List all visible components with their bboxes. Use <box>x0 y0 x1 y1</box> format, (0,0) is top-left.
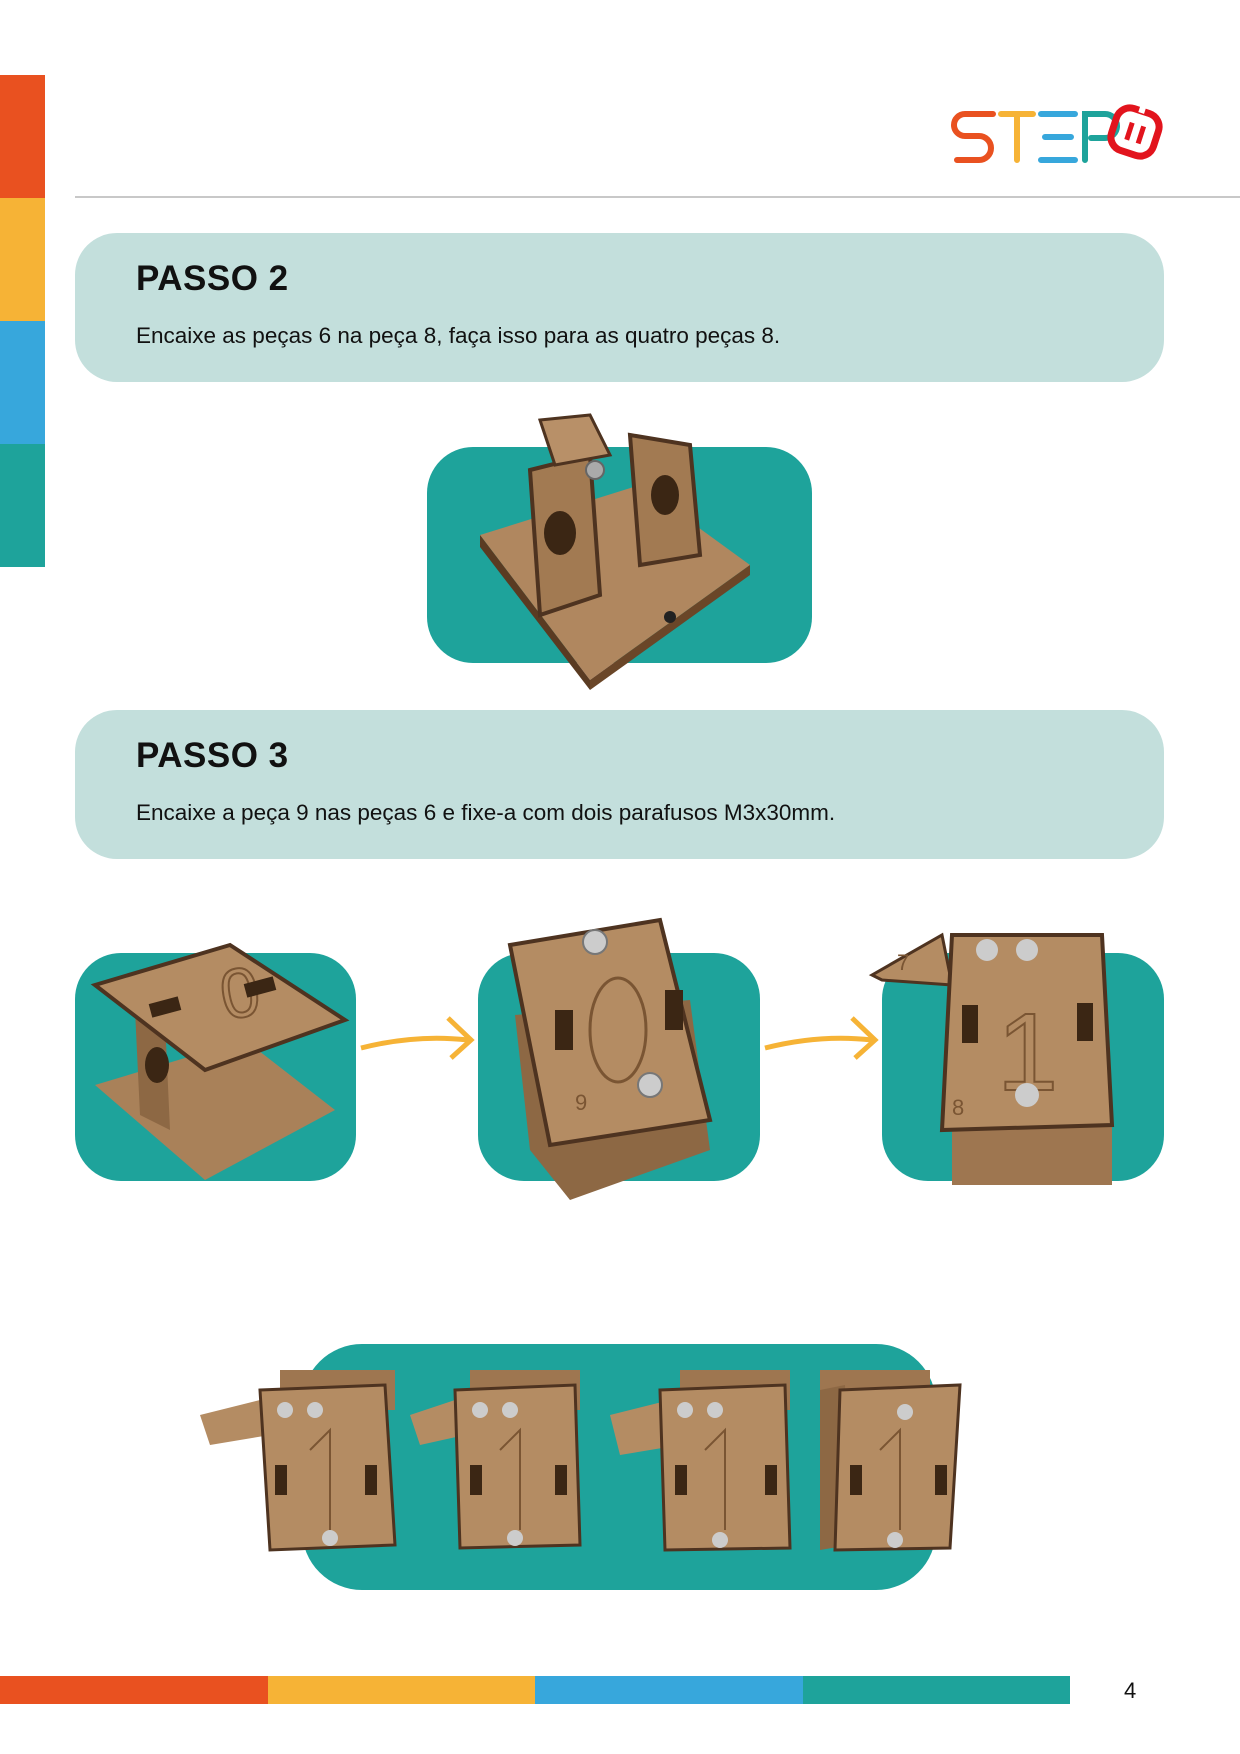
footer-orange <box>0 1676 268 1704</box>
piece-number: 7 <box>897 950 909 975</box>
step-3-box: PASSO 3 Encaixe a peça 9 nas peças 6 e f… <box>75 710 1164 859</box>
assembly-photo-step-2 <box>480 413 750 690</box>
footer-yellow <box>267 1676 535 1704</box>
assembly-photo-four-units <box>200 1370 962 1552</box>
footer-teal <box>802 1676 1070 1704</box>
header-divider <box>75 196 1240 198</box>
step-title: PASSO 3 <box>136 736 289 775</box>
assembly-photo-9: 9 <box>507 917 713 1200</box>
piece-number: 9 <box>575 1090 587 1115</box>
piece-number: 8 <box>952 1095 964 1120</box>
footer-blue <box>535 1676 803 1704</box>
step-text: Encaixe as peças 6 na peça 8, faça isso … <box>136 323 781 348</box>
step-2-box: PASSO 2 Encaixe as peças 6 na peça 8, fa… <box>75 233 1164 382</box>
step-text: Encaixe a peça 9 nas peças 6 e fixe-a co… <box>136 800 836 825</box>
sidebar-yellow <box>0 198 45 321</box>
step-logo <box>951 104 1163 163</box>
step-title: PASSO 2 <box>136 259 289 298</box>
arrow-right-icon <box>764 1016 879 1060</box>
assembly-photo-1: 7 1 8 <box>868 932 1115 1185</box>
sidebar-teal <box>0 444 45 567</box>
arrow-right-icon <box>360 1016 475 1060</box>
sidebar-blue <box>0 321 45 444</box>
sidebar-orange <box>0 75 45 198</box>
page-number: 4 <box>1124 1678 1137 1703</box>
assembly-photo-0: 0 <box>90 942 350 1180</box>
